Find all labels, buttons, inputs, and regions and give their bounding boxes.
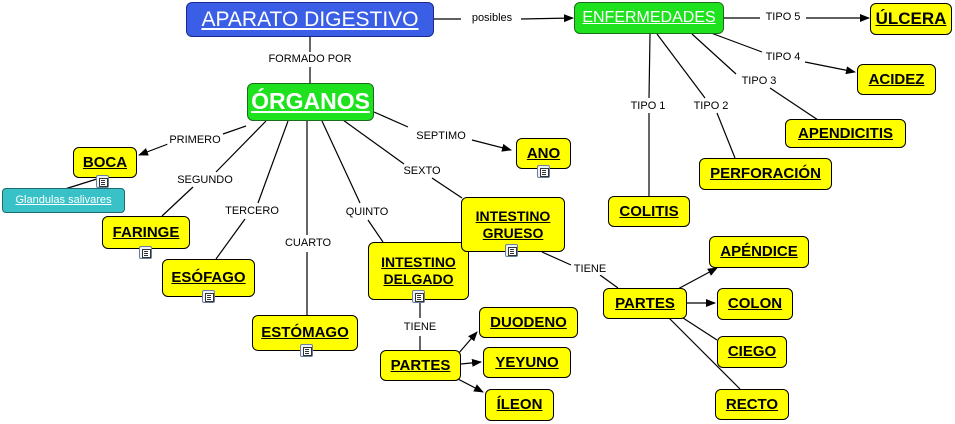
link-partes-ileon (455, 377, 484, 393)
label-formado-por: FORMADO POR (266, 53, 354, 65)
label-tercero: TERCERO (223, 205, 281, 217)
link-partes-apendice (675, 267, 718, 291)
label-posibles: posibles (469, 12, 515, 24)
document-icon[interactable] (505, 244, 518, 257)
label-tipo2: TIPO 2 (691, 100, 731, 112)
label-tipo4: TIPO 4 (763, 51, 803, 63)
node-enfermedades[interactable]: ENFERMEDADES (574, 2, 724, 34)
document-icon[interactable] (300, 344, 313, 357)
link-tiene-partes-grueso (599, 274, 619, 289)
document-icon[interactable] (537, 165, 550, 178)
link-tercero-esofago (215, 218, 246, 260)
link-boca-glandulas (64, 177, 101, 190)
link-septimo-ano (471, 139, 512, 152)
link-grueso-tiene (541, 251, 572, 266)
resource-glandulas-salivares[interactable]: Glandulas salivares (2, 188, 125, 213)
document-icon[interactable] (139, 246, 152, 259)
label-tiene-grueso: TIENE (571, 263, 609, 275)
node-partes-grueso[interactable]: PARTES (603, 288, 687, 319)
link-enf-tipo1 (648, 33, 651, 99)
label-sexto: SEXTO (401, 165, 443, 177)
node-duodeno[interactable]: DUODENO (479, 307, 578, 338)
label-quinto: QUINTO (343, 206, 391, 218)
node-colitis[interactable]: COLITIS (608, 196, 690, 227)
node-boca[interactable]: BOCA (73, 147, 137, 178)
link-org-sexto (342, 119, 405, 165)
node-acidez[interactable]: ACIDEZ (857, 64, 936, 95)
node-partes-delgado[interactable]: PARTES (380, 350, 461, 381)
label-tipo1: TIPO 1 (628, 100, 668, 112)
node-apendicitis[interactable]: APENDICITIS (785, 119, 906, 148)
link-org-septimo (373, 111, 409, 128)
link-partes-ciego (679, 315, 718, 341)
node-yeyuno[interactable]: YEYUNO (483, 347, 571, 378)
node-colon[interactable]: COLON (717, 288, 793, 320)
label-primero: PRIMERO (167, 134, 223, 146)
link-tipo4-acidez (804, 61, 856, 75)
node-apendice[interactable]: APÉNDICE (709, 236, 809, 268)
node-organos[interactable]: ÓRGANOS (247, 83, 374, 121)
label-septimo: SEPTIMO (414, 130, 468, 142)
link-posibles-enfermedades (520, 14, 574, 23)
label-tipo5: TIPO 5 (763, 11, 803, 23)
link-sexto-grueso (431, 177, 463, 199)
node-ileon[interactable]: ÍLEON (485, 389, 554, 421)
document-icon[interactable] (202, 290, 215, 303)
link-enf-tipo3 (691, 33, 737, 75)
link-primero-boca (138, 143, 169, 156)
document-icon[interactable] (96, 175, 109, 188)
node-ulcera[interactable]: ÚLCERA (870, 3, 952, 35)
link-org-primero (222, 125, 247, 135)
node-ciego[interactable]: CIEGO (717, 336, 787, 368)
link-tipo2-perforacion (716, 112, 736, 159)
label-segundo: SEGUNDO (175, 174, 235, 186)
node-intestino-grueso[interactable]: INTESTINO GRUESO (461, 197, 565, 252)
node-recto[interactable]: RECTO (715, 389, 789, 420)
link-partes-yeyuno (460, 358, 482, 367)
link-partes-duodeno (457, 331, 478, 355)
link-partes-recto (668, 317, 741, 390)
link-org-segundo (215, 120, 267, 173)
node-faringe[interactable]: FARINGE (102, 216, 190, 249)
node-perforacion[interactable]: PERFORACIÓN (699, 158, 832, 190)
link-quinto-delgado (367, 219, 384, 243)
label-cuarto: CUARTO (282, 237, 334, 249)
node-aparato-digestivo[interactable]: APARATO DIGESTIVO (186, 2, 434, 37)
document-icon[interactable] (412, 290, 425, 303)
label-tipo3: TIPO 3 (739, 75, 779, 87)
link-org-tercero (257, 120, 289, 204)
link-segundo-faringe (161, 186, 194, 217)
link-enf-tipo2 (656, 33, 706, 99)
node-esofago[interactable]: ESÓFAGO (162, 259, 255, 297)
link-tipo3-apendicitis (769, 87, 819, 121)
link-org-quinto (321, 120, 361, 204)
label-tiene-delgado: TIENE (401, 321, 439, 333)
